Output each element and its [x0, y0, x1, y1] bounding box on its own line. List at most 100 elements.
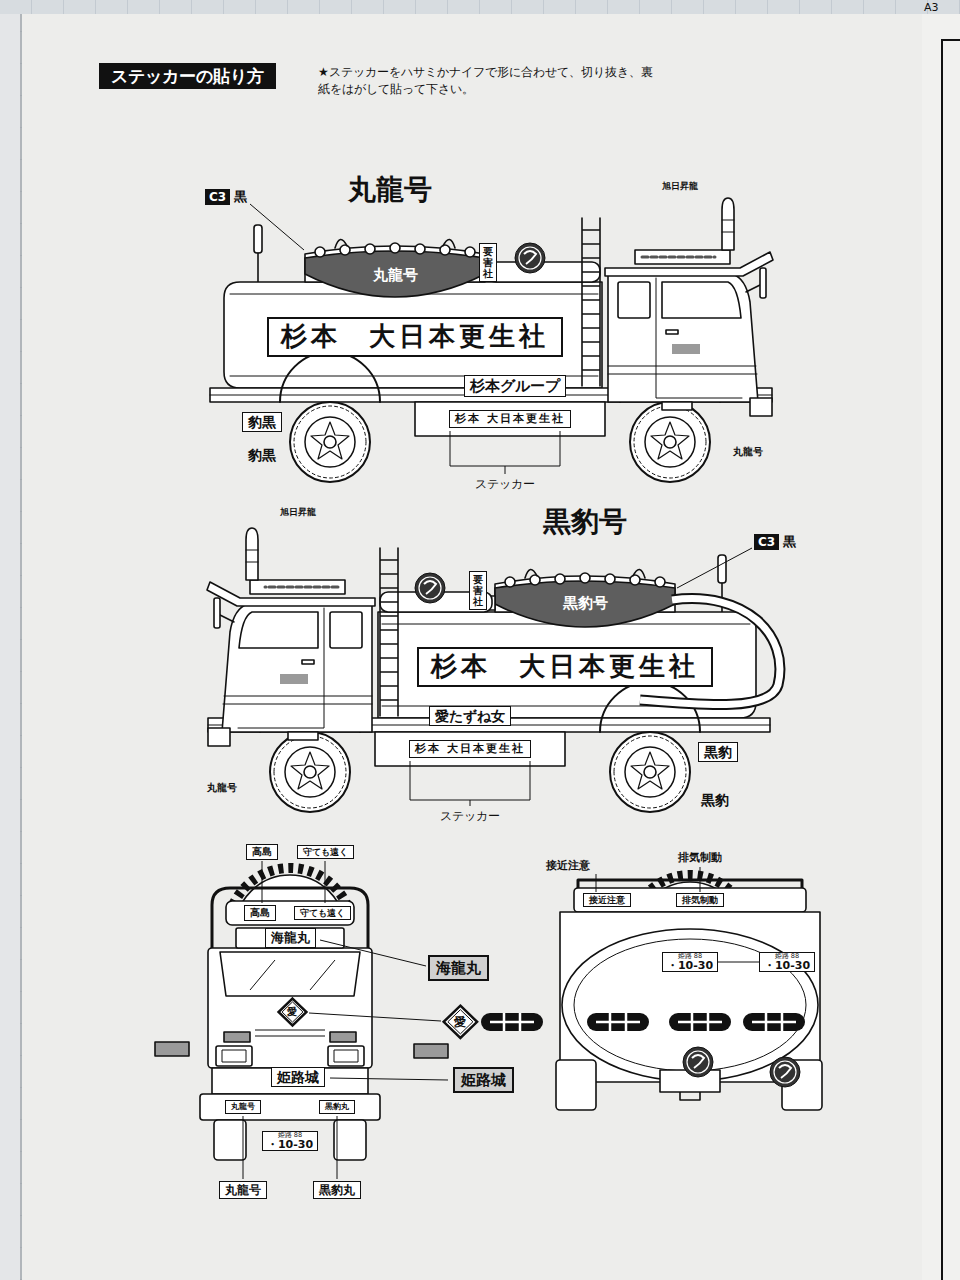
- diamond-outline: [447, 1010, 472, 1034]
- side-band-sticker: 杉本 大日本更生社: [267, 317, 562, 356]
- sticker-text: 高島: [250, 907, 270, 919]
- truck-front-view: [155, 1042, 189, 1056]
- truck-side-view: [207, 528, 770, 812]
- sticker-text: 要害社: [473, 574, 483, 607]
- sticker-band: 杉本 大日本更生社: [409, 740, 531, 757]
- sticker-text: 愛: [454, 1015, 466, 1029]
- sticker-text: 海龍丸: [436, 959, 481, 977]
- sticker-text: 杉本 大日本更生社: [281, 321, 548, 352]
- instruction-note: ★ステッカーをハサミかナイフで形に合わせて、切り抜き、裏紙をはがして貼って下さい…: [318, 64, 654, 99]
- color-name: 黒: [234, 189, 247, 205]
- part-label: ステッカー: [440, 809, 500, 823]
- leader-line: [250, 204, 304, 250]
- sticker-text: 黒豹丸: [319, 1183, 355, 1197]
- truck-front-view: [212, 1068, 368, 1094]
- sticker-text: 愛たずね女: [435, 708, 505, 725]
- sticker-text: 姫路城: [461, 1071, 506, 1089]
- color-callout: C3黒: [754, 534, 796, 550]
- tank-lettering: 丸龍号: [373, 266, 418, 284]
- diamond-sticker: 愛: [443, 1005, 478, 1039]
- truck-front-view: [220, 952, 360, 996]
- sticker-text: 守ても遠く: [303, 847, 348, 858]
- sticker-emblem: [415, 573, 445, 603]
- sticker-box: 杉本グループ: [464, 375, 566, 397]
- sticker-box: 接近注意: [583, 893, 631, 908]
- cross-sticker: [481, 1013, 805, 1031]
- sticker-box: 黒豹丸: [319, 1100, 355, 1114]
- sticker-text: ・10-30: [667, 960, 713, 972]
- truck-front-view: [222, 1050, 246, 1062]
- sticker-callout: 黒豹丸: [313, 1181, 361, 1199]
- sticker-text: 姫路 88: [267, 1132, 313, 1139]
- sticker-text: 要害社: [483, 246, 493, 279]
- sticker-text: 愛: [287, 1006, 297, 1018]
- sticker-text: 豹黒: [248, 414, 276, 431]
- diamond-outline: [278, 999, 306, 1026]
- truck-front-view: [334, 1120, 366, 1160]
- section-title: ステッカーの貼り方: [99, 63, 276, 89]
- color-name: 黒: [783, 534, 796, 550]
- emblem-sticker: [770, 1057, 800, 1087]
- truck-side-view: [210, 198, 773, 482]
- leader-line: [320, 940, 426, 966]
- sticker-text: ・10-30: [764, 960, 810, 972]
- truck-name: 丸龍号: [348, 173, 432, 207]
- truck-front-view: [216, 1046, 252, 1066]
- diamond-sticker: 愛: [278, 998, 307, 1026]
- sticker-text: 黒豹丸: [325, 1102, 349, 1112]
- paper-background: [21, 14, 22, 1280]
- sticker-text: 丸龍号: [225, 1183, 261, 1197]
- mudflap-lettering: 黒豹: [701, 792, 729, 809]
- sticker-text: 姫路 88: [764, 953, 810, 960]
- sticker-box: 要害社: [479, 243, 497, 282]
- leader-line: [700, 867, 701, 892]
- bumper-lettering: 丸龍号: [207, 782, 237, 794]
- truck-front-view: [155, 868, 448, 1160]
- emblem-sticker: [683, 1047, 713, 1077]
- sticker-box: 丸龍号: [225, 1100, 261, 1114]
- sticker-text: ・10-30: [267, 1139, 313, 1151]
- license-plate: 姫路 88・10-30: [662, 952, 718, 972]
- sticker-box: 高島: [244, 905, 276, 921]
- tank-lettering: 黒豹号: [563, 594, 608, 612]
- truck-front-view: [226, 901, 354, 925]
- sticker-text: 姫路城: [277, 1069, 319, 1086]
- sticker-text: 杉本 大日本更生社: [431, 651, 698, 682]
- sticker-box: 愛たずね女: [429, 706, 511, 727]
- truck-rear-view: [560, 912, 820, 1082]
- leader-line: [309, 1013, 441, 1021]
- sticker-text: 接近注意: [589, 895, 625, 906]
- color-code: C3: [754, 534, 779, 550]
- sticker-box: 要害社: [469, 571, 487, 610]
- sticker-box: 守ても遠く: [294, 906, 351, 921]
- leader-line: [450, 431, 560, 474]
- sticker-text: 海龍丸: [271, 930, 310, 946]
- truck-name: 黒豹号: [543, 505, 627, 539]
- sticker-text: 杉本 大日本更生社: [415, 742, 525, 755]
- sticker-box: 海龍丸: [265, 928, 316, 948]
- paper-background: [0, 14, 20, 1280]
- sticker-callout: 丸龍号: [219, 1181, 267, 1199]
- sticker-text: 排気制動: [682, 895, 718, 906]
- part-label: ステッカー: [475, 477, 535, 491]
- leader-line: [243, 1116, 337, 1179]
- truck-front-view: [250, 960, 335, 990]
- truck-front-view: [414, 1044, 448, 1058]
- sticker-text: 黒豹: [704, 744, 732, 761]
- leader-line: [677, 548, 752, 588]
- sticker-band: 杉本 大日本更生社: [449, 410, 571, 427]
- cross-sticker: [669, 1013, 731, 1031]
- diamond-outline: [282, 1002, 303, 1022]
- truck-front-view: [228, 868, 352, 902]
- truck-rear-view: [556, 875, 822, 1110]
- leader-line: [262, 861, 325, 903]
- sticker-emblem: [515, 243, 545, 273]
- leader-line: [410, 761, 530, 806]
- cross-sticker: [481, 1013, 543, 1031]
- cross-sticker: [743, 1013, 805, 1031]
- sticker-callout: 接近注意: [544, 859, 592, 872]
- paper-background: [922, 14, 960, 1280]
